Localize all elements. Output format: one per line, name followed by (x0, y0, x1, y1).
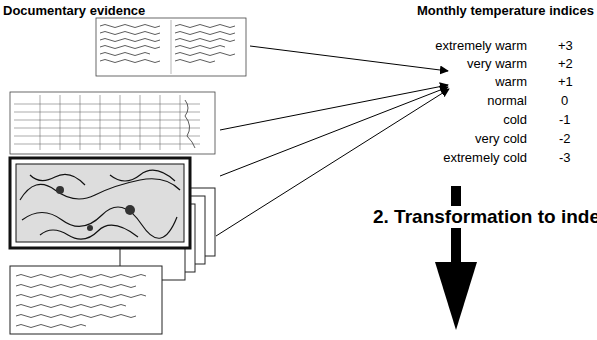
framed-map (10, 158, 190, 248)
scale-label: cold (503, 112, 527, 128)
scale-label: extremely cold (443, 150, 527, 166)
scale-label: very warm (467, 56, 527, 72)
step-heading: 2. Transformation to index s (371, 206, 597, 228)
scale-value: +2 (558, 56, 573, 72)
scale-value: +1 (558, 74, 573, 90)
heading: Documentary evidence (3, 3, 145, 19)
scale-value: 0 (561, 93, 568, 109)
letter-page (10, 266, 162, 334)
table-document (10, 92, 215, 154)
scale-value: -3 (559, 150, 571, 166)
scale-label: extremely warm (435, 38, 527, 54)
scale-value: -1 (559, 112, 571, 128)
heading: Monthly temperature indices (417, 3, 594, 19)
manuscript (96, 18, 246, 76)
scale-value: +3 (558, 38, 573, 54)
scale-value: -2 (559, 131, 571, 147)
scale-label: normal (487, 93, 527, 109)
scale-label: warm (495, 74, 527, 90)
scale-label: very cold (475, 131, 527, 147)
